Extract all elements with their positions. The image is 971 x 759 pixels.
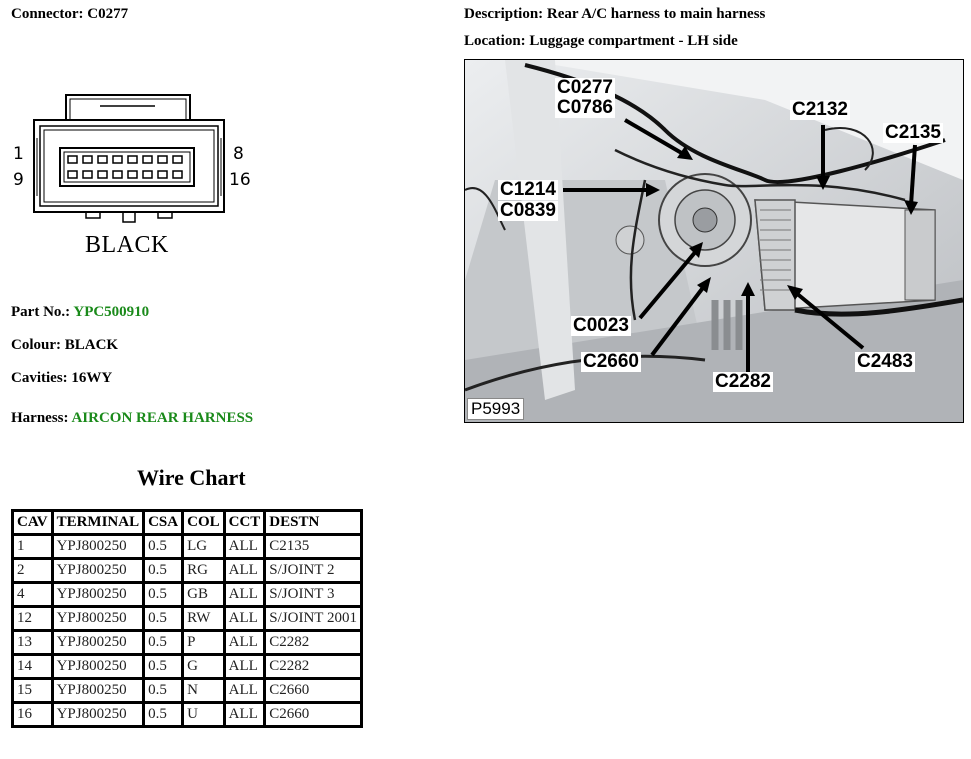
table-cell: G (181, 653, 226, 680)
column-header: CCT (222, 509, 267, 536)
table-cell: S/JOINT 2 (263, 557, 363, 584)
table-cell: C2135 (263, 533, 363, 560)
part-number-label: Part No.: (11, 304, 71, 320)
callout-c2282: C2282 (713, 371, 773, 392)
table-cell: YPJ800250 (50, 653, 146, 680)
table-cell: GB (181, 581, 226, 608)
callout-c0786: C0786 (555, 97, 615, 118)
table-cell: YPJ800250 (50, 533, 146, 560)
table-cell: RG (181, 557, 226, 584)
table-cell: C2282 (263, 653, 363, 680)
colour-text: Colour: BLACK (11, 337, 119, 353)
table-cell: 0.5 (142, 701, 185, 728)
table-cell: YPJ800250 (50, 701, 146, 728)
callout-c0023: C0023 (571, 315, 631, 336)
pin-label-9: 9 (13, 170, 24, 190)
callout-c2135: C2135 (883, 122, 943, 143)
table-cell: U (181, 701, 226, 728)
part-number-row: Part No.: YPC500910 (11, 304, 149, 321)
table-cell: LG (181, 533, 226, 560)
table-row: 12 YPJ800250 0.5 RW ALL S/JOINT 2001 (11, 605, 363, 632)
pin-label-16: 16 (229, 170, 251, 190)
table-cell: ALL (222, 581, 267, 608)
table-row: 13 YPJ800250 0.5 P ALL C2282 (11, 629, 363, 656)
column-header: COL (181, 509, 226, 536)
table-cell: 2 (11, 557, 54, 584)
table-row: 14 YPJ800250 0.5 G ALL C2282 (11, 653, 363, 680)
table-cell: 0.5 (142, 653, 185, 680)
harness-row: Harness: AIRCON REAR HARNESS (11, 410, 253, 427)
column-header: CSA (142, 509, 185, 536)
table-cell: C2282 (263, 629, 363, 656)
connector-face-diagram (33, 94, 225, 223)
table-cell: ALL (222, 677, 267, 704)
callout-c0839: C0839 (498, 200, 558, 221)
table-cell: 14 (11, 653, 54, 680)
table-cell: 1 (11, 533, 54, 560)
callout-c2660: C2660 (581, 351, 641, 372)
table-row: 2 YPJ800250 0.5 RG ALL S/JOINT 2 (11, 557, 363, 584)
harness-label: Harness: (11, 410, 69, 426)
connector-title: Connector: C0277 (11, 6, 129, 22)
table-cell: C2660 (263, 677, 363, 704)
table-cell: S/JOINT 2001 (263, 605, 363, 632)
table-row: 4 YPJ800250 0.5 GB ALL S/JOINT 3 (11, 581, 363, 608)
cavities-text: Cavities: 16WY (11, 370, 113, 386)
table-cell: 0.5 (142, 533, 185, 560)
table-cell: 0.5 (142, 677, 185, 704)
description-text: Description: Rear A/C harness to main ha… (464, 6, 766, 22)
callout-c1214: C1214 (498, 179, 558, 200)
callout-c0277: C0277 (555, 77, 615, 98)
pin-label-1: 1 (13, 144, 24, 164)
callout-c2132: C2132 (790, 99, 850, 120)
table-cell: 4 (11, 581, 54, 608)
table-cell: YPJ800250 (50, 677, 146, 704)
table-cell: C2660 (263, 701, 363, 728)
table-header-row: CAV TERMINAL CSA COL CCT DESTN (11, 509, 363, 536)
location-text: Location: Luggage compartment - LH side (464, 33, 738, 49)
table-cell: ALL (222, 629, 267, 656)
table-cell: 16 (11, 701, 54, 728)
table-cell: ALL (222, 605, 267, 632)
part-number-link[interactable]: YPC500910 (73, 304, 150, 320)
table-cell: P (181, 629, 226, 656)
column-header: TERMINAL (50, 509, 146, 536)
table-cell: 0.5 (142, 581, 185, 608)
column-header: CAV (11, 509, 54, 536)
table-cell: RW (181, 605, 226, 632)
harness-link[interactable]: AIRCON REAR HARNESS (71, 410, 254, 426)
table-cell: N (181, 677, 226, 704)
table-cell: 0.5 (142, 629, 185, 656)
photo-reference: P5993 (467, 398, 525, 420)
table-cell: 15 (11, 677, 54, 704)
wire-chart-title: Wire Chart (137, 465, 246, 490)
table-cell: 0.5 (142, 605, 185, 632)
table-cell: S/JOINT 3 (263, 581, 363, 608)
connector-colour-label: BLACK (85, 232, 169, 258)
table-row: 16 YPJ800250 0.5 U ALL C2660 (11, 701, 363, 728)
column-header: DESTN (263, 509, 363, 536)
pin-label-8: 8 (233, 144, 244, 164)
table-cell: 12 (11, 605, 54, 632)
callout-c2483: C2483 (855, 351, 915, 372)
table-cell: 0.5 (142, 557, 185, 584)
table-cell: YPJ800250 (50, 581, 146, 608)
table-cell: ALL (222, 557, 267, 584)
table-cell: YPJ800250 (50, 629, 146, 656)
table-row: 1 YPJ800250 0.5 LG ALL C2135 (11, 533, 363, 560)
table-cell: ALL (222, 701, 267, 728)
table-cell: 13 (11, 629, 54, 656)
location-photo: C0277 C0786 C1214 C0839 C2132 C2135 C002… (464, 59, 964, 423)
table-cell: ALL (222, 653, 267, 680)
table-cell: YPJ800250 (50, 557, 146, 584)
wire-chart-table: CAV TERMINAL CSA COL CCT DESTN 1 YPJ8002… (11, 509, 363, 728)
table-cell: YPJ800250 (50, 605, 146, 632)
table-cell: ALL (222, 533, 267, 560)
table-row: 15 YPJ800250 0.5 N ALL C2660 (11, 677, 363, 704)
